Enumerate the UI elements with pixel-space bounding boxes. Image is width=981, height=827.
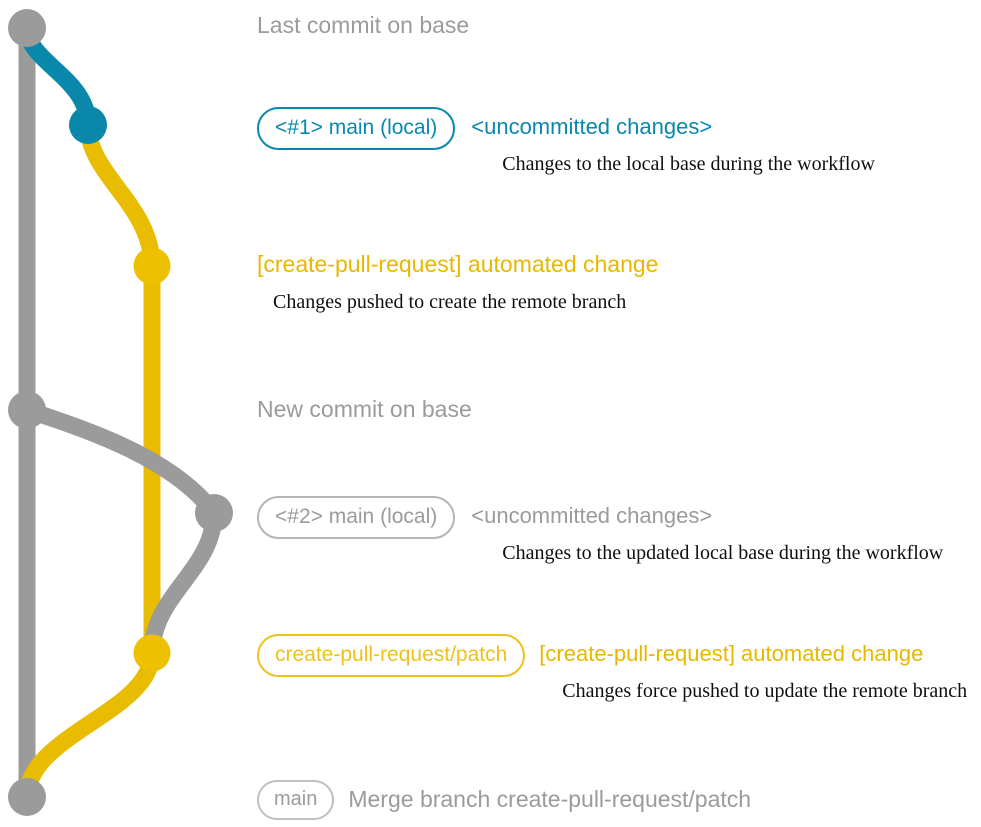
graph-node-automated-change-1[interactable] [133,247,171,285]
commit-description: Changes to the local base during the wor… [502,153,875,175]
commit-subject: <uncommitted changes> [471,114,713,139]
commit-subject: [create-pull-request] automated change [257,251,659,277]
commit-subject: Last commit on base [257,12,470,38]
graph-node-merge-commit[interactable] [8,778,46,816]
commit-row-automated-1: [create-pull-request] automated change C… [257,251,659,313]
ref-tag-main[interactable]: main [257,780,335,820]
graph-node-last-commit-on-base[interactable] [8,9,46,47]
commit-row-new-base: New commit on base [257,398,472,421]
graph-edge-gold-to-merge [18,644,161,806]
commit-row-local-1: <#1> main (local) <uncommitted changes> … [257,107,875,174]
graph-node-automated-change-2[interactable] [133,634,171,672]
commit-subject: <uncommitted changes> [471,503,713,528]
graph-edge-gold-upper [79,116,161,275]
graph-node-new-commit-on-base[interactable] [8,391,46,429]
graph-edge-gray-to-local2 [18,401,223,522]
ref-tag-create-pull-request-patch[interactable]: create-pull-request/patch [257,634,526,677]
ref-tag-main-local-2[interactable]: <#2> main (local) [257,496,456,539]
commit-description: Changes force pushed to update the remot… [562,680,968,702]
commit-row-last-base: Last commit on base [257,14,469,37]
commit-subject: New commit on base [257,396,472,422]
graph-node-local-commit-2[interactable] [195,494,233,532]
commit-description: Changes to the updated local base during… [502,542,944,564]
commit-row-local-2: <#2> main (local) <uncommitted changes> … [257,496,943,563]
commit-subject: [create-pull-request] automated change [539,641,924,666]
commit-description: Changes pushed to create the remote bran… [273,291,627,313]
graph-edge-gray-to-automated2 [143,504,223,662]
ref-tag-main-local-1[interactable]: <#1> main (local) [257,107,456,150]
commit-row-merge: main Merge branch create-pull-request/pa… [257,780,751,820]
commit-subject: Merge branch create-pull-request/patch [348,786,752,812]
commit-row-automated-2: create-pull-request/patch [create-pull-r… [257,634,967,701]
graph-node-local-commit-1[interactable] [69,106,107,144]
